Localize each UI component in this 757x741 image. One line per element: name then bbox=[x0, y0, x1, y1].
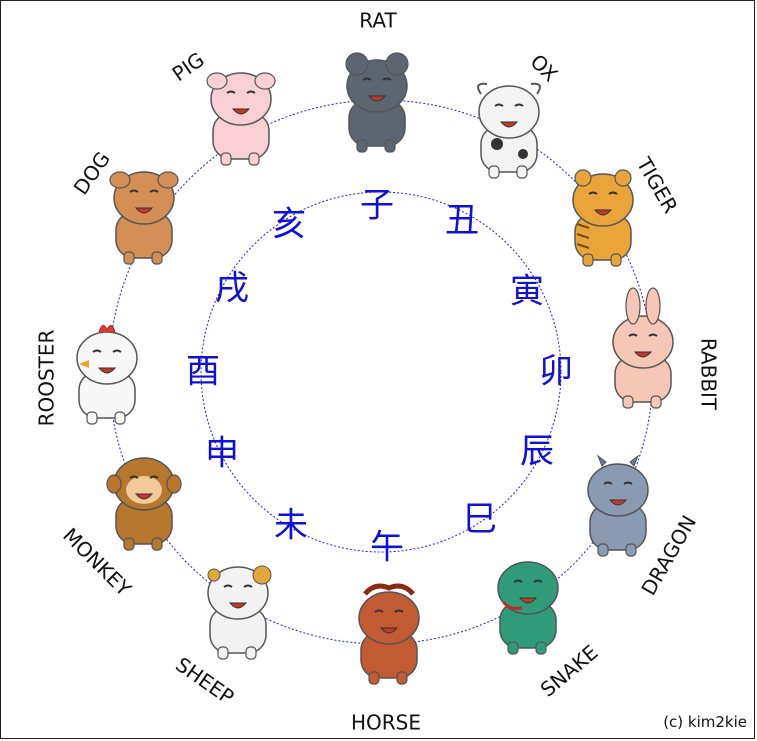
animal-label-horse: HORSE bbox=[351, 711, 421, 735]
ox-icon bbox=[477, 82, 541, 179]
branch-char-rabbit: 卯 bbox=[539, 352, 573, 392]
branch-char-dragon: 辰 bbox=[520, 432, 554, 472]
rat-icon bbox=[345, 52, 409, 153]
monkey-icon bbox=[106, 457, 182, 551]
branch-char-pig: 亥 bbox=[272, 205, 306, 245]
animal-label-tiger: TIGER bbox=[631, 152, 682, 217]
snake-icon bbox=[497, 561, 559, 655]
branch-char-monkey: 申 bbox=[205, 434, 239, 474]
rooster-icon bbox=[76, 325, 138, 425]
branch-char-rooster: 酉 bbox=[186, 352, 220, 392]
animal-label-rat: RAT bbox=[359, 9, 397, 33]
dragon-icon bbox=[587, 454, 649, 557]
branch-char-horse: 午 bbox=[370, 528, 404, 568]
dog-icon bbox=[109, 171, 179, 265]
sheep-icon bbox=[207, 565, 272, 660]
animal-label-rooster: ROOSTER bbox=[35, 329, 59, 426]
horse-icon bbox=[358, 583, 420, 685]
branch-char-snake: 巳 bbox=[463, 500, 497, 540]
credit-text: (c) kim2kie bbox=[663, 713, 747, 731]
animal-label-pig: PIG bbox=[168, 47, 209, 86]
inner-branch-ring bbox=[200, 191, 562, 553]
rabbit-icon bbox=[612, 287, 674, 409]
animal-label-dog: DOG bbox=[69, 147, 115, 199]
branch-char-dog: 戌 bbox=[215, 269, 249, 309]
branch-char-sheep: 未 bbox=[274, 506, 308, 546]
animal-label-sheep: SHEEP bbox=[171, 652, 238, 709]
branch-char-rat: 子 bbox=[360, 186, 394, 226]
branch-char-ox: 丑 bbox=[445, 201, 479, 241]
branch-char-tiger: 寅 bbox=[510, 272, 544, 312]
pig-icon bbox=[206, 72, 276, 166]
tiger-icon bbox=[572, 169, 634, 267]
animal-label-ox: OX bbox=[526, 49, 563, 86]
animal-label-rabbit: RABBIT bbox=[697, 338, 721, 411]
